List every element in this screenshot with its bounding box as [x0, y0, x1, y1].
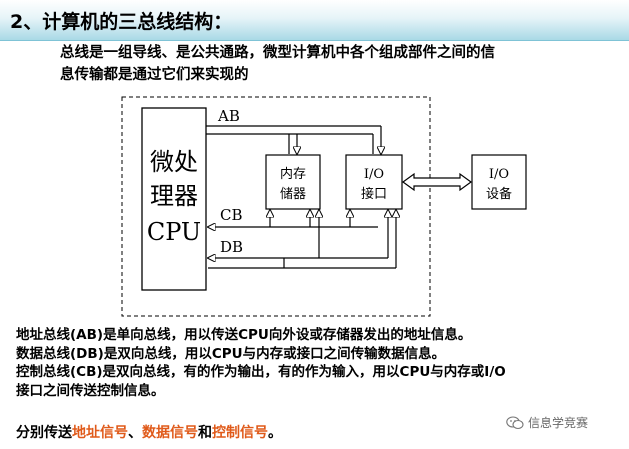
- summary-line: 分别传送地址信号、数据信号和控制信号。: [16, 422, 282, 442]
- wechat-icon: [506, 415, 524, 429]
- io-port-label-2: 接口: [361, 186, 387, 202]
- body-line-2: 数据总线(DB)是双向总线，用以CPU与内存或接口之间传输数据信息。: [16, 345, 446, 362]
- cpu-label-3: CPU: [147, 218, 201, 246]
- io-port-label-1: I/O: [364, 167, 384, 182]
- summary-address-signal: 地址信号: [72, 425, 128, 441]
- summary-data-signal: 数据信号: [142, 425, 198, 441]
- memory-label-2: 储器: [280, 187, 306, 202]
- bus-db-label: DB: [220, 238, 243, 256]
- cpu-label-2: 理器: [150, 182, 198, 210]
- control-bus: [208, 210, 378, 233]
- summary-prefix: 分别传送: [16, 425, 72, 441]
- memory-label-1: 内存: [280, 166, 306, 182]
- summary-suffix: 。: [268, 425, 282, 441]
- memory-box: [265, 154, 321, 210]
- title-bar: [0, 0, 629, 41]
- watermark-text: 信息学竞赛: [528, 416, 589, 430]
- summary-control-signal: 控制信号: [212, 425, 268, 441]
- system-frame: [121, 96, 431, 317]
- intro-line-1: 总线是一组导线、是公共通路，微型计算机中各个组成部件之间的信: [60, 45, 495, 61]
- port-device-link: [401, 172, 473, 192]
- summary-sep-2: 和: [198, 425, 212, 441]
- address-bus: [206, 125, 381, 154]
- io-device-label-2: 设备: [486, 186, 512, 202]
- intro-line-2: 息传输都是通过它们来实现的: [60, 67, 249, 83]
- watermark: 信息学竞赛: [506, 414, 588, 431]
- intro-paragraph: 总线是一组导线、是公共通路，微型计算机中各个组成部件之间的信 息传输都是通过它们…: [60, 42, 615, 86]
- summary-sep-1: 、: [128, 425, 142, 441]
- cpu-box: [141, 107, 207, 291]
- data-bus: [208, 210, 396, 269]
- cpu-label-1: 微处: [150, 148, 198, 176]
- body-line-4: 接口之间传送控制信息。: [16, 382, 165, 399]
- bus-description: 地址总线(AB)是单向总线，用以传送CPU向外设或存储器发出的地址信息。 数据总…: [16, 326, 621, 400]
- slide-title: 2、计算机的三总线结构：: [10, 11, 233, 33]
- body-line-3: 控制总线(CB)是双向总线，有的作为输出，有的作为输入，用以CPU与内存或I/O: [16, 364, 506, 380]
- bus-ab-label: AB: [217, 107, 240, 125]
- io-device-label-1: I/O: [489, 167, 509, 182]
- body-line-1: 地址总线(AB)是单向总线，用以传送CPU向外设或存储器发出的地址信息。: [16, 327, 472, 343]
- bus-cb-label: CB: [220, 206, 243, 224]
